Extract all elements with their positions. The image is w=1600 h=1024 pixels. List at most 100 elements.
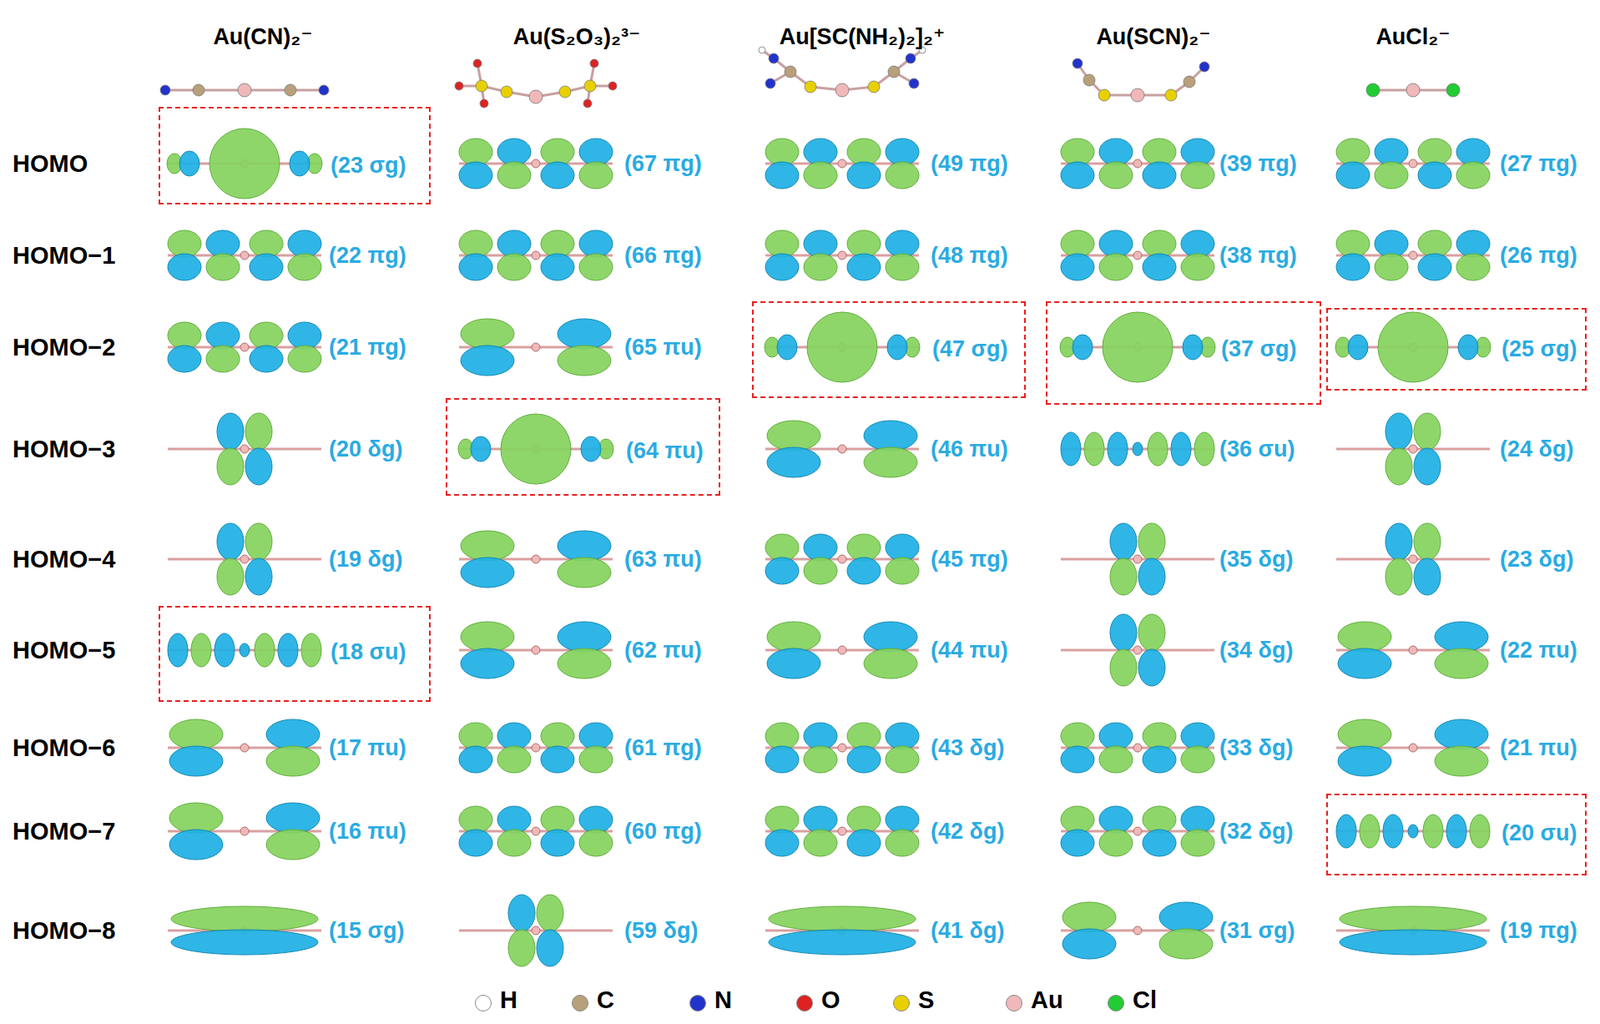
column-header: Au(CN)₂⁻ [212,23,313,51]
atom-ball [1098,89,1111,101]
orbital-lobe [169,829,223,860]
orbital-lobe [249,322,283,349]
orbital-lobe [847,534,881,561]
orbital-lobe [459,161,493,189]
orbital-lobe [536,894,564,932]
orbital-label: (20 σu) [1501,820,1577,847]
gold-atom [240,555,249,564]
orbital-lobe [1339,929,1487,955]
orbital-lobe [500,413,571,485]
orbital-lobe [1142,230,1177,258]
gold-atom [837,827,847,836]
orbital-lobe [287,253,322,281]
orbital-lobe [885,253,919,281]
legend-label: N [714,986,732,1015]
orbital-lobe [1336,253,1370,281]
orbital-label: (60 πg) [624,818,702,845]
orbital-lobe [579,161,613,189]
gold-atom [1133,926,1142,935]
column-header: Au(SCN)₂⁻ [1095,23,1211,51]
orbital-lobe [887,334,908,360]
atom-ball [237,83,252,97]
orbital-lobe [885,534,919,561]
orbital-lobe [885,557,919,585]
orbital-lobe [1385,413,1413,450]
orbital-label: (62 πu) [624,637,702,664]
orbital-lobe [277,633,298,667]
legend-swatch [571,994,589,1012]
orbital-lobe [1423,814,1444,848]
orbital-lobe [1385,448,1413,485]
highlight-box: (64 πu) [445,398,721,496]
atom-ball [1165,89,1177,101]
orbital-lobe [1099,253,1133,281]
gold-atom [837,646,847,655]
atom-ball [318,85,329,96]
orbital-label: (49 πg) [930,151,1009,177]
orbital-lobe [1181,138,1215,166]
orbital-lobe [1181,253,1215,281]
orbital-lobe [765,557,799,585]
atom-ball [608,81,617,91]
orbital-lobe [1337,746,1392,777]
gold-atom [1408,444,1418,454]
orbital-lobe [847,722,881,750]
gold-atom [837,251,847,260]
orbital-lobe [1385,558,1413,596]
legend-swatch [796,994,813,1012]
orbital-lobe [1170,432,1192,466]
orbital-lobe [1359,814,1380,848]
orbital-label: (41 δg) [930,918,1005,944]
orbital-label: (59 δg) [624,918,698,944]
orbital-lobe [1458,334,1479,360]
orbital-label: (23 σg) [330,152,406,179]
orbital-lobe [171,929,318,955]
column-header: AuCl₂⁻ [1375,23,1450,51]
orbital-lobe [1337,621,1392,652]
orbital-lobe [249,345,283,373]
orbital-lobe [287,230,322,258]
orbital-lobe [1060,230,1095,258]
orbital-lobe [557,318,611,349]
orbital-label: (32 δg) [1219,818,1293,845]
gold-atom [1408,251,1418,260]
orbital-lobe [266,802,320,833]
orbital-lobe [497,806,531,833]
atom-ball [1199,61,1210,72]
orbital-lobe [885,138,919,166]
orbital-lobe [847,138,881,166]
orbital-lobe [1418,161,1452,189]
orbital-lobe [1374,230,1409,258]
orbital-lobe [217,448,244,485]
orbital-lobe [540,161,575,189]
column-header: Au(S₂O₃)₂³⁻ [513,23,642,51]
orbital-lobe [1336,230,1370,258]
orbital-lobe [239,643,250,657]
orbital-lobe [1062,902,1116,933]
row-header: HOMO−1 [12,242,116,270]
orbital-lobe [1434,719,1489,750]
legend-swatch [1107,994,1125,1012]
orbital-lobe [1099,138,1133,166]
orbital-lobe [803,746,838,773]
orbital-lobe [254,633,275,667]
orbital-lobe [885,161,919,189]
gold-atom [1408,159,1418,168]
orbital-lobe [1418,138,1452,166]
orbital-label: (31 σg) [1219,918,1295,944]
orbital-lobe [1107,432,1128,466]
highlight-box: (23 σg) [158,106,431,205]
orbital-lobe [249,230,283,258]
orbital-lobe [1060,746,1095,773]
orbital-label: (23 δg) [1499,546,1574,573]
orbital-lobe [579,253,613,281]
orbital-label: (43 δg) [930,735,1005,762]
orbital-lobe [579,722,613,750]
gold-atom [240,444,249,454]
column-header: Au[SC(NH₂)₂]₂⁺ [779,23,946,51]
orbital-lobe [847,746,881,773]
gold-atom [1133,555,1142,564]
orbital-label: (47 σg) [932,336,1008,363]
orbital-lobe [863,447,918,478]
